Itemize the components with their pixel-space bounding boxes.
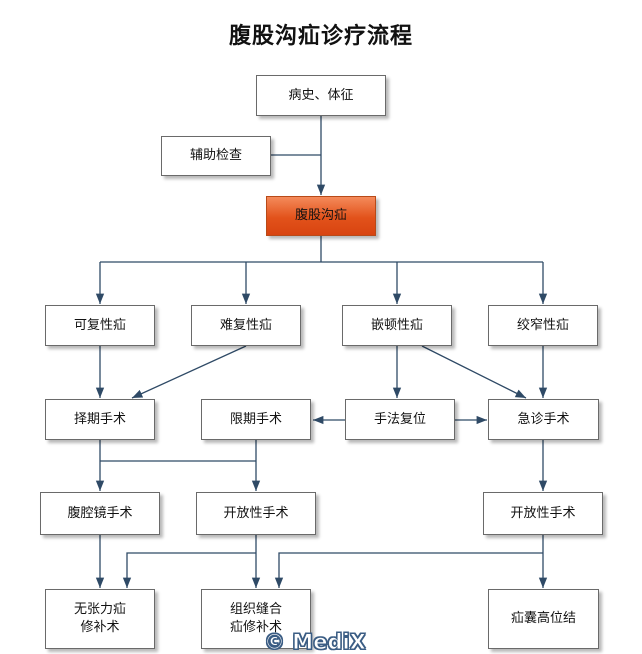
node-irreducible-hernia: 难复性疝: [191, 305, 301, 346]
edge-irreducible-elective: [131, 345, 247, 399]
node-open-surgery-left: 开放性手术: [196, 492, 316, 535]
node-inguinal-hernia: 腹股沟疝: [266, 196, 376, 236]
node-limited-surgery: 限期手术: [201, 399, 311, 440]
node-aux-exam: 辅助检查: [161, 136, 271, 176]
edge-open2-tissue: [274, 552, 543, 588]
node-laparoscopic-surgery: 腹腔镜手术: [40, 492, 160, 535]
node-manual-reduction: 手法复位: [345, 399, 455, 440]
node-incarcerated-hernia: 嵌顿性疝: [342, 305, 452, 346]
edge-open1-tensionfree: [122, 552, 256, 588]
watermark: © MediX: [264, 630, 367, 654]
node-open-surgery-right: 开放性手术: [483, 492, 603, 535]
edge-incarcerated-emergency: [421, 345, 527, 399]
node-strangulated-hernia: 绞窄性疝: [488, 305, 598, 346]
node-reducible-hernia: 可复性疝: [45, 305, 155, 346]
node-high-ligation: 疝囊高位结: [488, 589, 599, 649]
node-tension-free-repair: 无张力疝 修补术: [45, 589, 155, 649]
node-tissue-suture-repair: 组织缝合 疝修补术: [201, 589, 311, 649]
node-history: 病史、体征: [256, 75, 386, 116]
node-elective-surgery: 择期手术: [45, 399, 155, 440]
node-emergency-surgery: 急诊手术: [488, 399, 599, 440]
diagram-title: 腹股沟疝诊疗流程: [228, 24, 413, 49]
